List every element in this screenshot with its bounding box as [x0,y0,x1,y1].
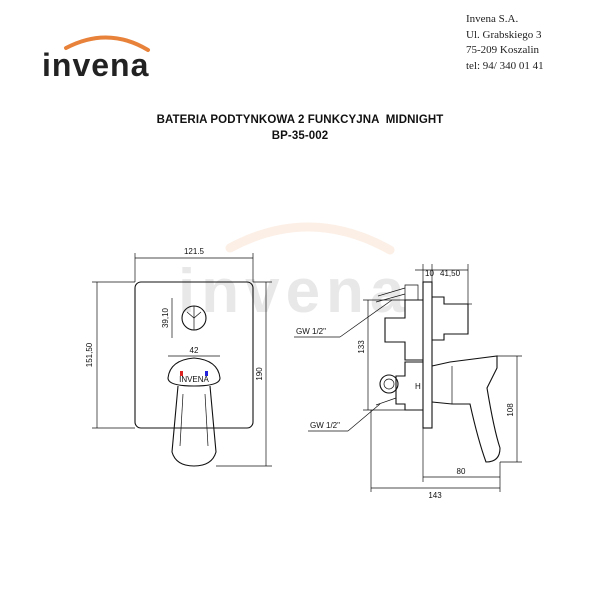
company-phone: tel: 94/ 340 01 41 [466,59,544,72]
handle-logo-text: INVENA [179,375,209,384]
watermark-text: invena [178,257,410,326]
front-plate-outline [134,281,254,429]
label-gw-bottom: GW 1/2" [310,421,340,430]
watermark: invena [178,222,410,326]
logo-text: invena [42,47,149,83]
handle-lever [171,385,217,467]
dim-knob-depth: 41,50 [440,269,461,278]
dim-108: 108 [506,403,515,417]
cold-indicator [205,371,208,376]
handle-base [167,357,221,387]
company-street: Ul. Grabskiego 3 [466,28,542,41]
product-code: BP-35-002 [271,130,329,142]
dim-total-height: 190 [255,367,264,381]
invena-logo: invena [42,35,150,83]
label-h: H [415,382,421,391]
dim-diverter: 39,10 [161,307,170,328]
dim-width: 121.5 [184,247,205,256]
dim-plate-thickness: 10 [425,269,434,278]
dim-handle-width: 42 [190,346,199,355]
side-view: H 10 41,50 133 108 80 143 [294,264,522,500]
product-name: BATERIA PODTYNKOWA 2 FUNKCYJNA MIDNIGHT [156,114,444,126]
company-address: Invena S.A. Ul. Grabskiego 3 75-209 Kosz… [466,12,544,74]
side-handle [431,355,501,463]
drawing-title: BATERIA PODTYNKOWA 2 FUNKCYJNA MIDNIGHT … [0,112,600,144]
dim-133: 133 [357,340,366,354]
side-plate [422,281,433,429]
inlet-port [379,374,399,394]
dim-143: 143 [428,491,442,500]
company-city: 75-209 Koszalin [466,44,540,56]
company-name: Invena S.A. [466,13,519,25]
label-gw-top: GW 1/2" [296,327,326,336]
side-diverter [432,296,469,341]
dim-80: 80 [457,467,466,476]
dim-plate-height: 151,50 [85,342,94,367]
front-view: INVENA 121.5 151,50 190 39,10 42 [85,247,272,467]
body-upper [384,299,423,361]
hot-indicator [180,371,183,376]
